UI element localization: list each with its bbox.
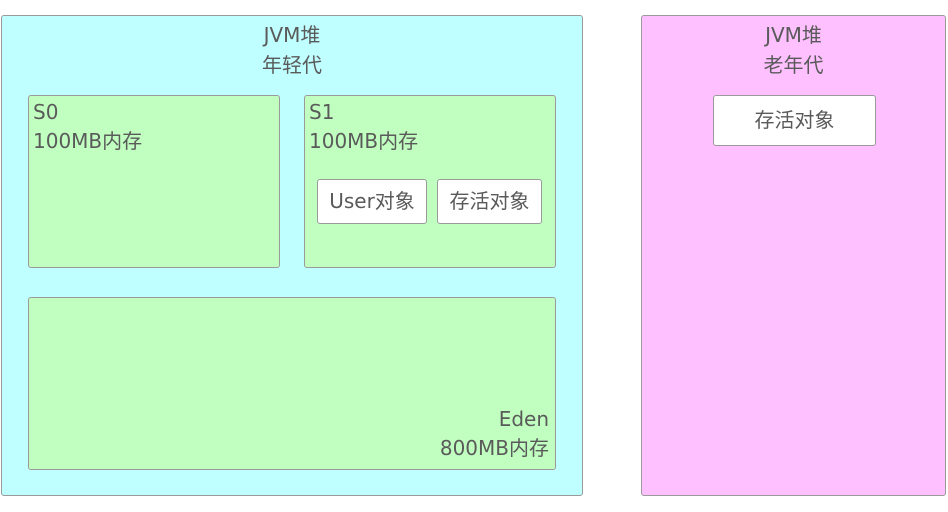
eden-size: 800MB内存 xyxy=(439,436,549,460)
s1-live-object: 存活对象 xyxy=(437,179,542,224)
s0-name: S0 xyxy=(33,100,59,124)
eden-region: Eden 800MB内存 xyxy=(28,297,556,470)
eden-name: Eden xyxy=(498,407,549,431)
young-gen-title: 年轻代 xyxy=(262,53,322,77)
old-gen-title-heap: JVM堆 xyxy=(765,23,822,47)
young-gen-title-heap: JVM堆 xyxy=(263,23,321,47)
survivor-s0-region: S0 100MB内存 xyxy=(28,95,280,268)
s1-size: 100MB内存 xyxy=(309,129,419,153)
s1-name: S1 xyxy=(309,100,335,124)
old-generation-heap: JVM堆 老年代 xyxy=(641,15,946,496)
old-gen-live-object: 存活对象 xyxy=(713,95,876,146)
s0-size: 100MB内存 xyxy=(33,129,143,153)
s1-user-object: User对象 xyxy=(317,179,427,224)
old-gen-title: 老年代 xyxy=(763,53,824,77)
